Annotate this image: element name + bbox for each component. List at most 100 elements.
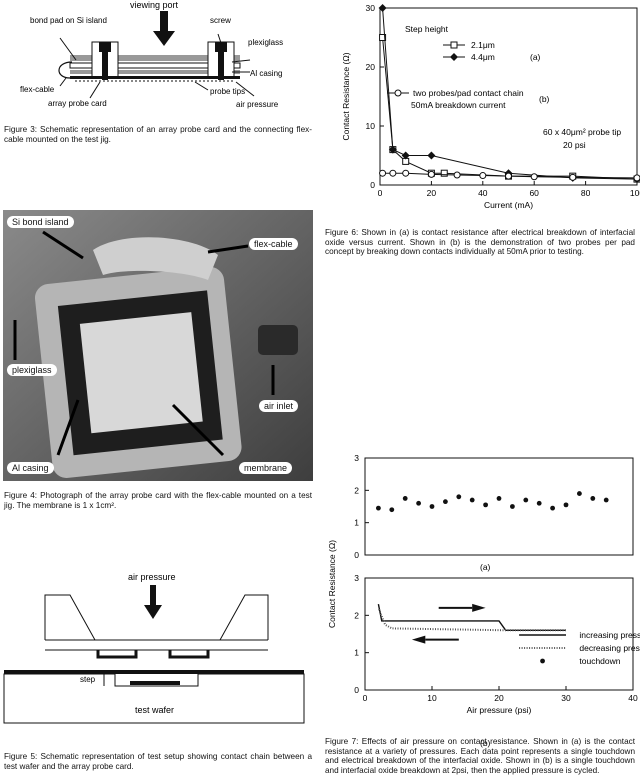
wafer-top-pads <box>4 670 304 674</box>
label-bond-pad: bond pad on Si island <box>30 16 107 25</box>
fig7a-data-point <box>523 497 529 503</box>
fig6-panel-a: (a) <box>530 52 541 62</box>
fig6-data-point <box>389 169 397 177</box>
probe-card-leader <box>89 81 101 99</box>
plexiglass-leader <box>231 59 251 63</box>
fig7a-data-point <box>376 505 381 511</box>
label-al-casing-3: Al casing <box>250 69 282 78</box>
arrow-flex-cable <box>207 244 249 254</box>
label-screw: screw <box>210 16 231 25</box>
label-air-inlet: air inlet <box>259 400 299 412</box>
fig6-data-point <box>569 173 577 181</box>
fig7a-data-point <box>603 497 609 503</box>
fig6-caption: Figure 6: Shown in (a) is contact resist… <box>325 228 635 257</box>
label-air-pressure-3: air pressure <box>236 100 279 109</box>
fig4-caption: Figure 4: Photograph of the array probe … <box>4 491 312 510</box>
probe-tips-leader <box>194 81 209 91</box>
arrow-si-bond <box>42 230 84 260</box>
fig6-data-point <box>379 34 387 41</box>
fig6-data-point <box>453 171 461 179</box>
fig7a-data-point <box>577 491 582 496</box>
fig7a-data-point <box>429 504 435 509</box>
fig7b-decrease-arrowhead <box>411 635 426 644</box>
fig6-legend-marker <box>394 89 402 97</box>
label-si-bond-island: Si bond island <box>7 216 74 228</box>
right-screw-head <box>215 42 227 52</box>
label-plexiglass-3: plexiglass <box>248 38 283 47</box>
fig7a-data-point <box>590 496 596 501</box>
fig6-ytick-label: 30 <box>366 3 376 13</box>
jig-outline <box>44 594 269 641</box>
fig7a-data-point <box>416 500 421 506</box>
fig6-xtick-label: 0 <box>378 188 383 198</box>
label-viewing-port: viewing port <box>130 0 179 10</box>
fig6-legend-marker <box>450 53 458 61</box>
fig6-step-height: Step height <box>405 24 449 34</box>
bond-pad-leader <box>59 37 77 61</box>
fig6-chart: 0204060801000102030Current (mA)Contact R… <box>341 3 640 210</box>
arrow-al-casing <box>56 399 80 456</box>
left-screw-head <box>99 42 111 52</box>
fig3-caption: Figure 3: Schematic representation of an… <box>4 125 312 144</box>
fig7a-data-point <box>563 502 569 508</box>
fig7b-xtick-label: 20 <box>494 693 504 703</box>
probe-right <box>168 650 210 659</box>
fig7-label-b: (b) <box>480 738 491 748</box>
fig6-xtick-label: 100 <box>630 188 640 198</box>
fig6-panel-b: (b) <box>539 94 550 104</box>
label-flex-cable-3: flex-cable <box>20 85 55 94</box>
label-air-pressure-5: air pressure <box>128 572 176 582</box>
fig5-caption: Figure 5: Schematic representation of te… <box>4 752 312 771</box>
label-probe-tips: probe tips <box>210 87 245 96</box>
fig7-ylabel: Contact Resistance (Ω) <box>327 540 337 628</box>
air-pressure-arrow-shaft <box>150 585 156 607</box>
fig6-series-line <box>382 172 638 179</box>
fig6-legend-label: 4.4μm <box>471 52 495 62</box>
fig7a-ytick-label: 2 <box>354 485 359 495</box>
fig6-probe-tip: 60 x 40μm² probe tip <box>543 127 621 137</box>
fig6-plot-frame <box>379 7 638 186</box>
fig6-ytick-label: 10 <box>366 121 376 131</box>
label-test-wafer: test wafer <box>135 705 174 715</box>
fig6-xtick-label: 40 <box>478 188 488 198</box>
fig6-legend-marker <box>450 41 458 49</box>
fig6-ylabel: Contact Resistance (Ω) <box>341 52 351 140</box>
label-step: step <box>80 675 96 684</box>
fig7a-data-point <box>389 507 395 513</box>
fig7b-ytick-label: 3 <box>354 573 359 583</box>
fig7a-data-point <box>483 502 488 508</box>
fig7a-data-point <box>443 499 448 505</box>
fig7a-data-point <box>496 496 502 501</box>
fig6-data-point <box>633 174 640 182</box>
label-membrane: membrane <box>239 462 293 474</box>
left-screw <box>102 52 108 80</box>
fig6-psi: 20 psi <box>563 140 586 150</box>
fig6-xlabel: Current (mA) <box>484 200 533 210</box>
fig6-two-probes-2: 50mA breakdown current <box>411 100 506 110</box>
viewing-port-arrow-head <box>153 31 175 46</box>
al-casing-bottom <box>70 70 240 74</box>
fig6-data-point <box>427 151 436 160</box>
fig7-caption: Figure 7: Effects of air pressure on con… <box>325 737 635 775</box>
fig4-photo-drawing <box>3 210 313 481</box>
label-array-probe-card: array probe card <box>48 99 107 108</box>
fig6-data-point <box>388 145 397 154</box>
fig6-xtick-label: 60 <box>529 188 539 198</box>
test-wafer-body <box>3 673 305 724</box>
fig6-data-point <box>479 172 487 180</box>
fig7b-ytick-label: 2 <box>354 610 359 620</box>
arrow-membrane <box>171 403 225 457</box>
label-plexiglass-4: plexiglass <box>7 364 57 376</box>
right-screw <box>218 52 224 80</box>
fig6-data-point <box>378 4 387 12</box>
viewing-port-arrow-shaft <box>160 11 168 33</box>
fig7b-xtick-label: 10 <box>427 693 437 703</box>
fig6-data-point <box>530 173 538 181</box>
fig7a-data-point <box>536 500 542 506</box>
screw-leader <box>217 33 223 47</box>
fig7b-ytick-label: 1 <box>354 648 359 658</box>
fig7b-legend-label: decreasing pressure <box>579 643 640 653</box>
fig7a-data-point <box>402 496 408 501</box>
flex-cable-line <box>58 61 73 79</box>
fig3-schematic: viewing port bond pad on Si island screw… <box>20 0 283 109</box>
